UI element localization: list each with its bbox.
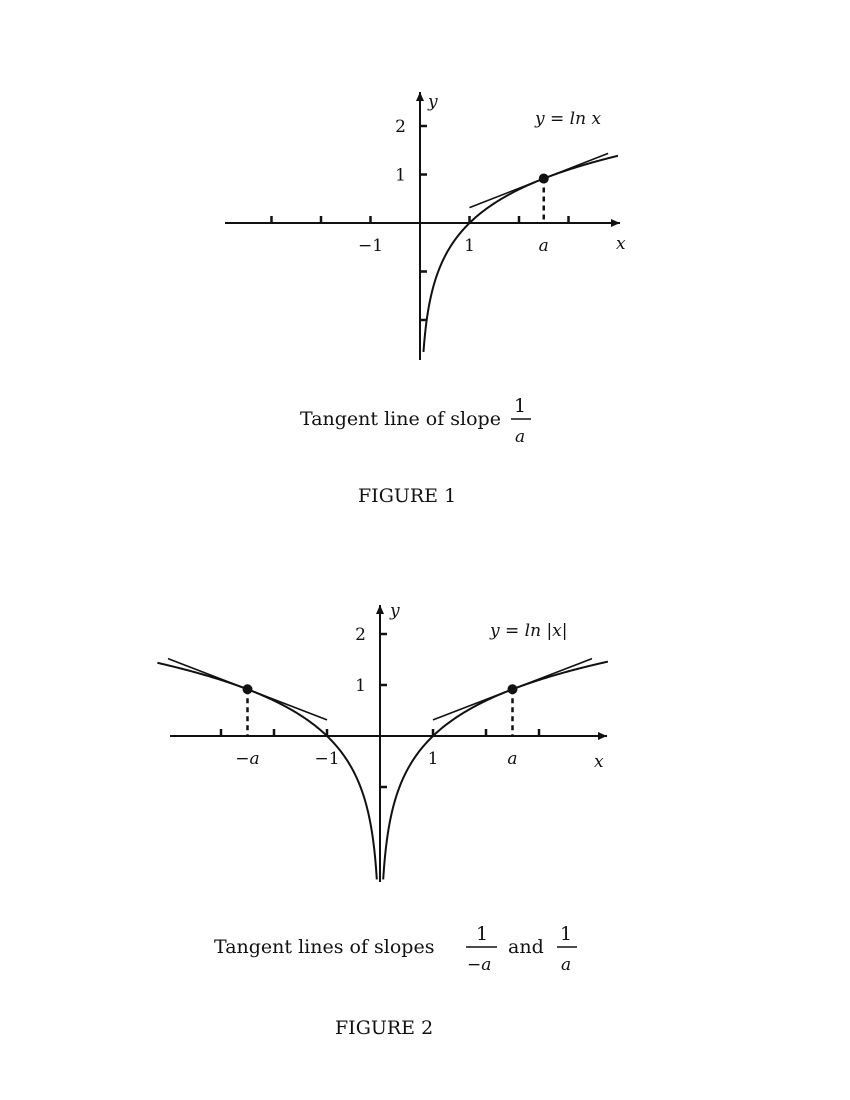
y-tick-label: 1 xyxy=(395,166,406,186)
tangent-point xyxy=(242,684,253,695)
fraction-2-denominator: a xyxy=(561,955,571,975)
fraction-denominator: a xyxy=(515,427,525,447)
figure-2-caption: Tangent lines of slopes 1 −a and 1 a xyxy=(214,923,577,975)
tangent-line xyxy=(469,152,609,209)
caption-and: and xyxy=(508,936,544,958)
y-axis-label: y xyxy=(427,92,438,112)
y-axis-label: y xyxy=(389,601,400,621)
caption-text: Tangent lines of slopes xyxy=(214,936,434,958)
x-tick-label: a xyxy=(507,749,517,769)
tangent-point xyxy=(507,684,518,695)
x-tick-label: −a xyxy=(235,749,259,769)
x-tick-label: a xyxy=(539,236,549,256)
tangent-point xyxy=(538,173,549,184)
curve-label: y = ln x xyxy=(534,109,601,129)
x-axis-arrowhead xyxy=(598,732,607,740)
y-tick-label: 2 xyxy=(355,625,366,645)
x-tick-label: 1 xyxy=(428,749,439,769)
y-axis-arrowhead xyxy=(376,605,384,614)
caption-text: Tangent line of slope xyxy=(300,408,501,430)
y-tick-label: 1 xyxy=(355,676,366,696)
curve-label: y = ln |x| xyxy=(489,621,568,641)
fraction-2-numerator: 1 xyxy=(560,923,572,945)
x-axis-arrowhead xyxy=(611,219,620,227)
figure-1-label: FIGURE 1 xyxy=(358,485,456,507)
figure-1-plot: x y −1 1 a 1 2 y = ln x xyxy=(225,92,626,360)
curve-line xyxy=(422,154,619,353)
fraction-1-denominator: −a xyxy=(467,955,491,975)
x-tick-label: 1 xyxy=(464,236,475,256)
figure-2-label: FIGURE 2 xyxy=(335,1017,433,1039)
fraction-numerator: 1 xyxy=(514,395,526,417)
x-tick-label: −1 xyxy=(358,236,383,256)
curve-line xyxy=(382,660,609,880)
figure-2-plot: x y −a −1 1 a 1 2 y = ln |x| xyxy=(157,601,609,882)
x-axis-label: x xyxy=(616,234,626,254)
figure-1-caption: Tangent line of slope 1 a xyxy=(300,395,531,447)
x-tick-label: −1 xyxy=(314,749,339,769)
y-axis-arrowhead xyxy=(416,92,424,101)
x-axis-label: x xyxy=(594,752,604,772)
fraction-1-numerator: 1 xyxy=(476,923,488,945)
y-tick-label: 2 xyxy=(395,117,406,137)
curve-line xyxy=(157,661,378,880)
